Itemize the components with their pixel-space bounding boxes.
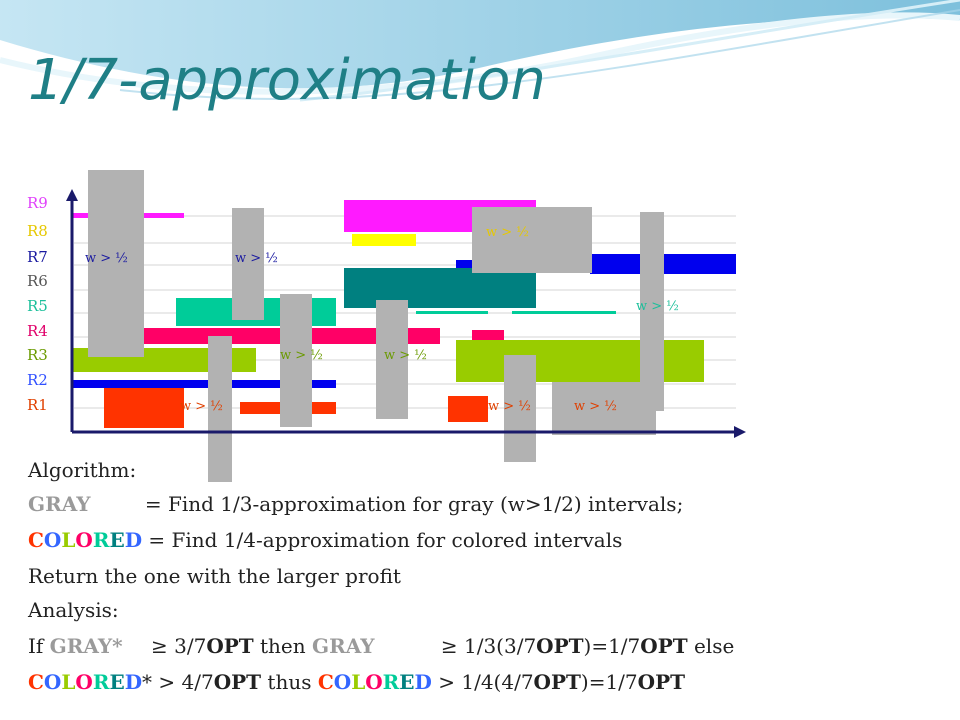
page-title: 1/7-approximation — [28, 48, 546, 113]
gray-definition: = Find 1/3-approximation for gray (w>1/2… — [138, 492, 684, 516]
colored-line: COLORED = Find 1/4-approximation for col… — [28, 528, 622, 552]
return-line: Return the one with the larger profit — [28, 564, 401, 588]
gray-interval — [376, 300, 408, 419]
y-axis-arrow — [66, 189, 78, 201]
gray-interval — [504, 355, 536, 462]
interval-r5 — [512, 311, 616, 314]
axes — [66, 189, 746, 438]
colored-word: COLORED — [28, 528, 142, 552]
gray-weight-label: w > ½ — [180, 399, 223, 414]
interval-r1 — [448, 396, 488, 422]
colored-letter: O — [43, 670, 62, 694]
opt-6: OPT — [637, 670, 685, 694]
opt-5: OPT — [533, 670, 581, 694]
gray-interval — [552, 382, 656, 435]
gray-weight-label: w > ½ — [384, 348, 427, 363]
gray-weight-label: w > ½ — [235, 251, 278, 266]
row-label-r8: R8 — [27, 222, 48, 240]
algorithm-heading: Algorithm: — [28, 458, 137, 482]
colored-definition: = Find 1/4-approximation for colored int… — [142, 528, 623, 552]
ge-one-third: ≥ 1/3(3/7 — [434, 634, 537, 658]
gray-weight-label: w > ½ — [488, 399, 531, 414]
colored-letter: O — [365, 670, 383, 694]
colored-letter: C — [28, 528, 44, 552]
interval-r6 — [344, 268, 536, 308]
colored-letter: E — [399, 670, 415, 694]
colored-word-2: COLORED — [28, 670, 142, 694]
gray-line: GRAY = Find 1/3-approximation for gray (… — [28, 492, 683, 516]
opt-2: OPT — [536, 634, 584, 658]
x-axis-arrow — [734, 426, 746, 438]
gray-weight-label: w > ½ — [486, 225, 529, 240]
gray-interval — [640, 212, 664, 411]
if-word: If — [28, 634, 50, 658]
row-label-r3: R3 — [27, 346, 48, 364]
row-label-r2: R2 — [27, 371, 48, 389]
interval-r2 — [72, 380, 336, 388]
colored-letter: O — [43, 528, 62, 552]
colored-letter: D — [414, 670, 432, 694]
else-word: else — [687, 634, 735, 658]
row-label-r9: R9 — [27, 194, 48, 212]
gray-star: GRAY* — [49, 634, 123, 658]
colored-letter: L — [61, 528, 76, 552]
colored-letter: D — [124, 528, 143, 552]
gray-interval — [88, 170, 144, 357]
row-label-r4: R4 — [27, 322, 48, 340]
gt-one-quarter: > 1/4(4/7 — [431, 670, 534, 694]
colored-letter: L — [61, 670, 76, 694]
gray-labels: w > ½ w > ½ w > ½ w > ½ w > ½ w > ½ w > ½ w > ½… — [85, 225, 679, 414]
interval-r7 — [456, 260, 476, 268]
gray-interval — [232, 208, 264, 320]
gray-word: GRAY — [28, 492, 91, 516]
colored-letter: O — [333, 670, 352, 694]
row-label-r6: R6 — [27, 272, 48, 290]
interval-r4 — [472, 330, 504, 342]
row-label-r7: R7 — [27, 248, 48, 266]
colored-letter: E — [109, 528, 125, 552]
colored-word-3: COLORED — [318, 670, 432, 694]
colored-letter: L — [351, 670, 366, 694]
row-label-r1: R1 — [27, 396, 48, 414]
opt-1: OPT — [206, 634, 254, 658]
interval-r1 — [104, 388, 184, 428]
colored-letter: D — [124, 670, 143, 694]
colored-letter: C — [317, 670, 334, 694]
gray-interval — [472, 207, 592, 273]
interval-r5 — [416, 311, 488, 314]
interval-r8 — [352, 234, 416, 246]
analysis-heading: Analysis: — [28, 598, 119, 622]
gray-weight-label: w > ½ — [85, 251, 128, 266]
then-word: then — [253, 634, 313, 658]
thus-word: thus — [261, 670, 318, 694]
colored-letter: C — [28, 670, 44, 694]
eq-one-seventh: )=1/7 — [583, 634, 641, 658]
colored-letter: O — [75, 528, 93, 552]
opt-3: OPT — [640, 634, 688, 658]
gray-intervals — [88, 170, 664, 482]
gray-weight-label: w > ½ — [574, 399, 617, 414]
gt-four-sevenths: * > 4/7 — [142, 670, 214, 694]
gray-interval — [208, 336, 232, 482]
eq-one-seventh-2: )=1/7 — [580, 670, 638, 694]
row-label-r5: R5 — [27, 297, 48, 315]
colored-letter: R — [92, 528, 110, 552]
analysis-line-1: If GRAY* ≥ 3/7OPT then GRAY ≥ 1/3(3/7OPT… — [28, 634, 734, 658]
analysis-line-2: COLORED* > 4/7OPT thus COLORED > 1/4(4/7… — [28, 670, 685, 694]
gray-interval — [280, 294, 312, 427]
interval-r4 — [112, 328, 440, 344]
opt-4: OPT — [213, 670, 262, 694]
colored-letter: R — [382, 670, 400, 694]
ge-three-sevenths: ≥ 3/7 — [144, 634, 207, 658]
colored-letter: R — [92, 670, 110, 694]
colored-letter: E — [109, 670, 125, 694]
gray-weight-label: w > ½ — [280, 348, 323, 363]
colored-letter: O — [75, 670, 93, 694]
gray-weight-label: w > ½ — [636, 299, 679, 314]
interval-r3 — [456, 340, 704, 382]
gray-word-2: GRAY — [312, 634, 375, 658]
